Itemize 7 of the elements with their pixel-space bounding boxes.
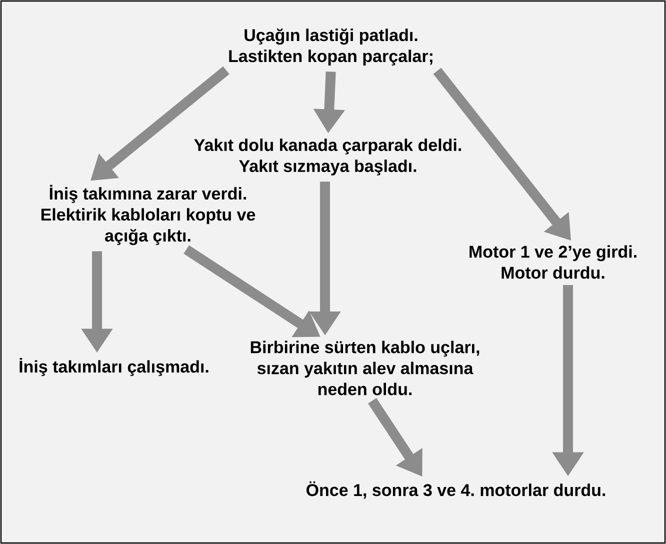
- node-text: Motor 1 ve 2’ye girdi. Motor durdu.: [470, 245, 636, 279]
- node-text: Önce 1, sonra 3 ve 4. motorlar durdu.: [306, 481, 606, 499]
- node-text: Yakıt dolu kanada çarparak deldi. Yakıt sızmaya başladı.: [194, 138, 461, 176]
- node-text: Birbirine sürten kablo uçları, sızan yakıtın alev almasına neden oldu.: [250, 340, 480, 396]
- node-text: Uçağın lastiği patladı. Lastikten kopan parçalar;: [229, 28, 432, 66]
- node-text: İniş takımları çalışmadı.: [20, 358, 208, 376]
- node-text: İniş takımına zarar verdi. Elektirik kabloları koptu ve açığa çıktı.: [41, 184, 256, 246]
